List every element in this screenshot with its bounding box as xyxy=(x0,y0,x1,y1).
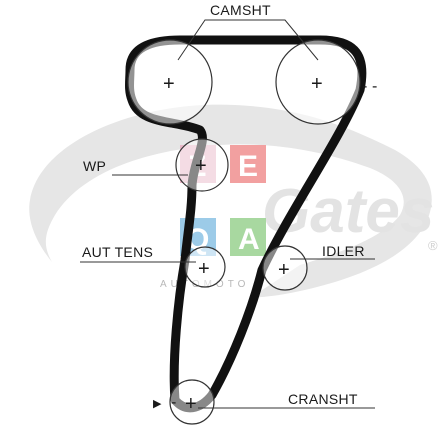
crankshaft-pulley: + xyxy=(169,379,215,425)
watermark-tile-a xyxy=(230,218,266,256)
watermark-letter-a: A xyxy=(238,223,260,256)
idler-label: IDLER xyxy=(322,243,365,259)
crankshaft-center-mark: + xyxy=(185,393,197,415)
watermark-logo-text: Gates xyxy=(262,177,434,246)
idler-pulley: + xyxy=(262,245,308,291)
camshaft-pulley-left: + xyxy=(127,39,213,125)
leader-lines xyxy=(80,19,375,409)
camshaft-tension-marker-outer: - xyxy=(372,78,377,95)
crankshaft-tension-marker: - xyxy=(171,394,176,411)
watermark-letter-e: E xyxy=(238,150,258,183)
auto-tensioner-center-mark: + xyxy=(198,258,210,280)
camshaft-label: CAMSHT xyxy=(210,2,271,18)
watermark: Gates ® Z E Q A AUTOMOTO xyxy=(29,104,438,298)
crankshaft-rotation-marker: ▶ xyxy=(153,398,162,410)
water-pump-center-mark: + xyxy=(195,155,207,177)
auto-tensioner-label: AUT TENS xyxy=(82,244,153,260)
crankshaft-label: CRANSHT xyxy=(288,391,358,407)
watermark-tile-e xyxy=(230,145,266,183)
camshaft-leader-line xyxy=(177,19,319,61)
camshaft-right-center-mark: + xyxy=(311,73,323,95)
water-pump-label: WP xyxy=(83,158,106,174)
auto-tensioner-pulley: + xyxy=(184,246,226,288)
camshaft-pulley-right: + xyxy=(275,39,361,125)
water-pump-pulley: + xyxy=(175,138,229,192)
idler-center-mark: + xyxy=(278,259,290,281)
camshaft-left-center-mark: + xyxy=(163,73,175,95)
camshaft-tension-marker: - xyxy=(362,78,367,95)
watermark-registered-mark: ® xyxy=(428,238,438,253)
